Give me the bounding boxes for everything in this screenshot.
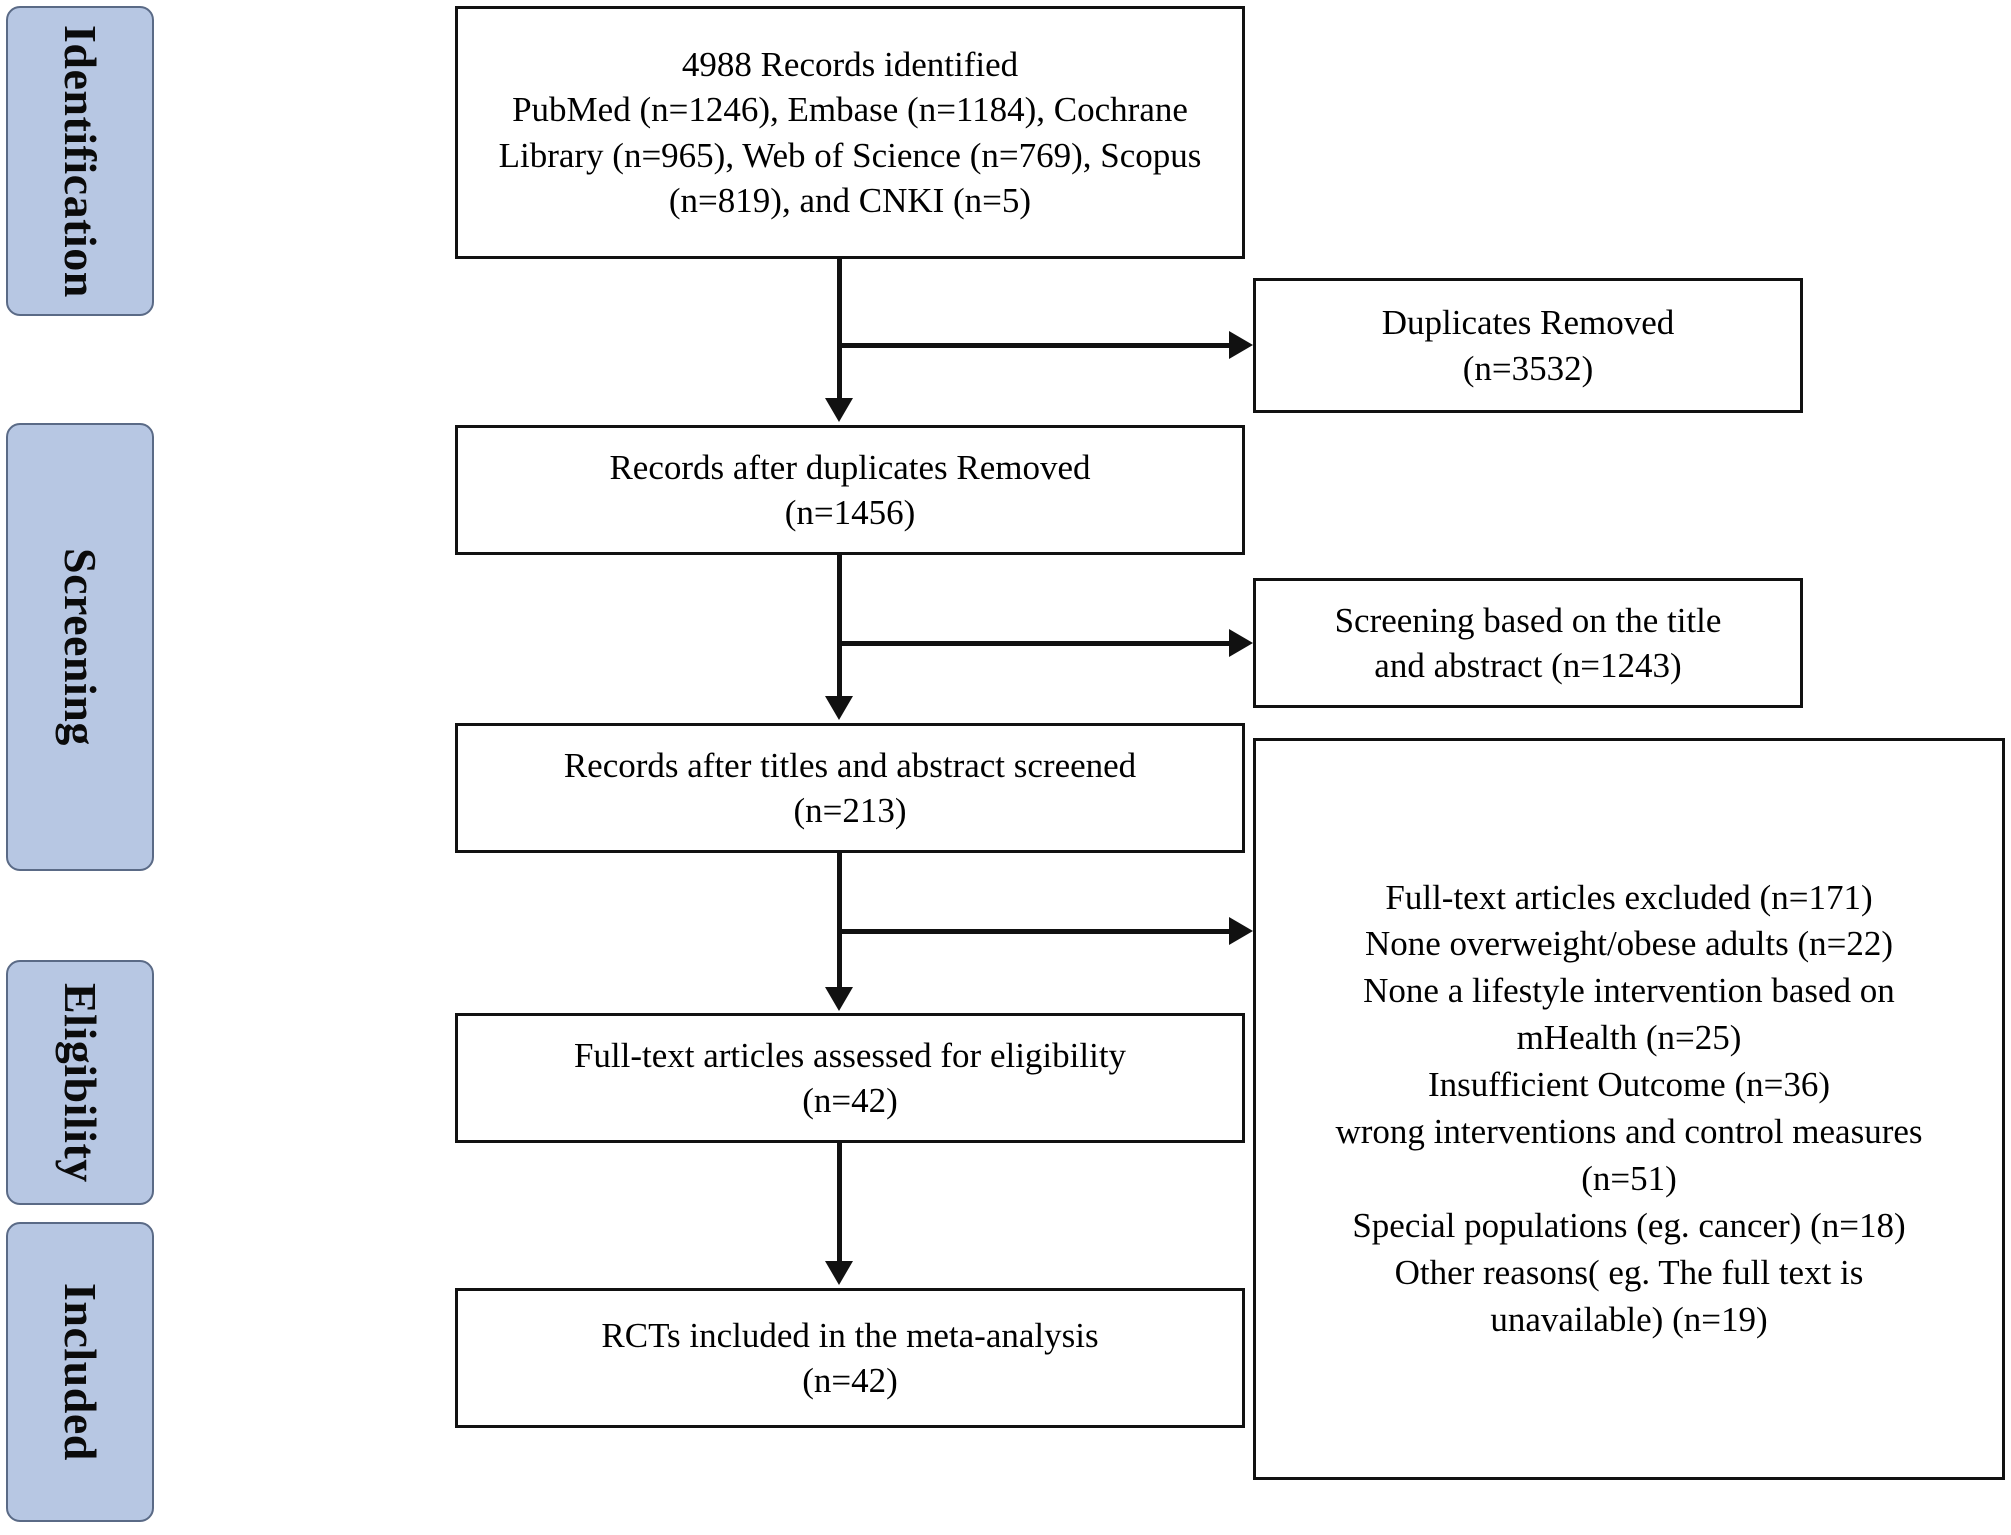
box-full-text-assessed: Full-text articles assessed for eligibil… <box>455 1013 1245 1143</box>
connector-line-full-text-assessed-to-rcts-included <box>837 1143 842 1265</box>
box-duplicates-removed-text: Duplicates Removed (n=3532) <box>1381 303 1675 388</box>
box-records-after-duplicates-removed-text: Records after duplicates Removed (n=1456… <box>609 447 1091 533</box>
stage-label-eligibility: Eligibility <box>55 982 106 1183</box>
connector-line-after-screening-to-full-text-assessed <box>837 853 842 991</box>
box-records-identified: 4988 Records identified PubMed (n=1246),… <box>455 6 1245 259</box>
connector-line-to-full-text-excluded <box>837 929 1229 934</box>
box-full-text-articles-excluded-text: Full-text articles excluded (n=171) None… <box>1335 877 1923 1339</box>
stage-label-included: Included <box>55 1283 106 1461</box>
box-records-after-screening: Records after titles and abstract screen… <box>455 723 1245 853</box>
box-records-after-duplicates-removed: Records after duplicates Removed (n=1456… <box>455 425 1245 555</box>
connector-arrow-identified-to-after-duplicates <box>825 398 853 422</box>
stage-box-eligibility: Eligibility <box>6 960 154 1205</box>
connector-arrow-to-full-text-excluded <box>1229 917 1253 945</box>
stage-box-included: Included <box>6 1222 154 1522</box>
connector-arrow-to-duplicates-removed <box>1229 331 1253 359</box>
stage-box-screening: Screening <box>6 423 154 871</box>
box-rcts-included: RCTs included in the meta-analysis (n=42… <box>455 1288 1245 1428</box>
box-full-text-articles-excluded: Full-text articles excluded (n=171) None… <box>1253 738 2005 1480</box>
box-duplicates-removed: Duplicates Removed (n=3532) <box>1253 278 1803 413</box>
connector-arrow-to-screening-title-abstract <box>1229 629 1253 657</box>
box-records-identified-text: 4988 Records identified PubMed (n=1246),… <box>498 44 1202 221</box>
connector-line-to-screening-title-abstract <box>837 641 1229 646</box>
box-records-after-screening-text: Records after titles and abstract screen… <box>563 745 1137 831</box>
box-rcts-included-text: RCTs included in the meta-analysis (n=42… <box>601 1315 1099 1401</box>
connector-arrow-full-text-assessed-to-rcts-included <box>825 1261 853 1285</box>
connector-line-after-duplicates-to-after-screening <box>837 555 842 700</box>
connector-line-identified-to-after-duplicates <box>837 259 842 402</box>
connector-arrow-after-duplicates-to-after-screening <box>825 696 853 720</box>
box-full-text-assessed-text: Full-text articles assessed for eligibil… <box>573 1035 1127 1121</box>
connector-line-to-duplicates-removed <box>837 343 1229 348</box>
connector-arrow-after-screening-to-full-text-assessed <box>825 987 853 1011</box>
box-screening-title-abstract-text: Screening based on the title and abstrac… <box>1334 600 1722 686</box>
stage-label-screening: Screening <box>55 548 106 746</box>
stage-box-identification: Identification <box>6 6 154 316</box>
stage-label-identification: Identification <box>55 24 106 298</box>
box-screening-title-abstract: Screening based on the title and abstrac… <box>1253 578 1803 708</box>
